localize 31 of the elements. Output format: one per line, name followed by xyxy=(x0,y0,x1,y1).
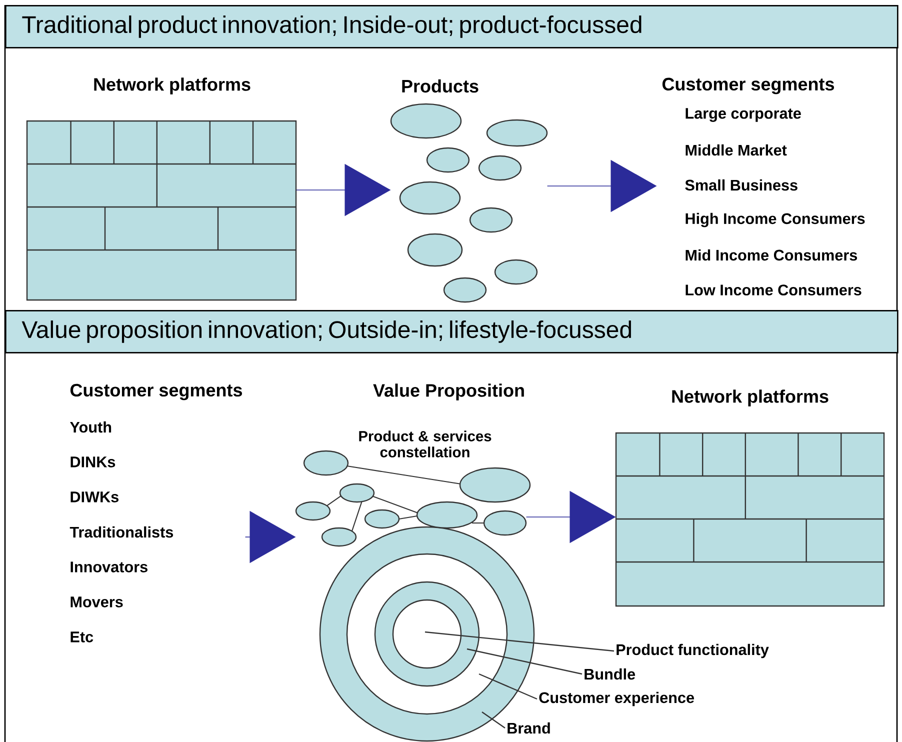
list-item: Innovators xyxy=(70,562,148,572)
section-band: Value proposition innovation; Outside-in; lifestyle-focussed xyxy=(5,310,898,354)
section-heading: Value Proposition xyxy=(373,384,524,400)
list-item: DIWKs xyxy=(70,492,118,502)
section-heading: Customer segments xyxy=(70,384,242,400)
callout-label: Customer experience xyxy=(539,692,694,706)
list-item: Small Business xyxy=(685,179,798,191)
list-item: Middle Market xyxy=(686,144,787,156)
list-item: Etc xyxy=(70,632,94,642)
leader-line xyxy=(478,673,538,700)
section-band: Traditional product innovation; Inside-out; product-focussed xyxy=(5,5,898,48)
subheading: Product & services constellation xyxy=(359,430,492,458)
list-item: Movers xyxy=(70,596,123,608)
list-item: Mid Income Consumers xyxy=(686,249,858,261)
callout-label: Bundle xyxy=(584,668,636,680)
list-item: Low Income Consumers xyxy=(686,284,862,296)
list-item: DINKs xyxy=(70,456,116,468)
leader-line xyxy=(466,648,582,675)
section-heading: Customer segments xyxy=(662,78,834,94)
list-item: Traditionalists xyxy=(70,526,174,538)
list-item: High Income Consumers xyxy=(686,212,865,228)
leader-line xyxy=(424,631,614,652)
section-heading: Network platforms xyxy=(94,78,250,94)
ring xyxy=(392,599,462,669)
list-item: Large corporate xyxy=(686,108,801,122)
leader-line xyxy=(482,712,506,728)
section-heading: Products xyxy=(402,79,478,93)
section-heading: Network platforms xyxy=(672,390,828,406)
callout-label: Brand xyxy=(508,722,550,734)
list-item: Youth xyxy=(70,421,112,433)
callout-label: Product functionality xyxy=(616,644,769,658)
